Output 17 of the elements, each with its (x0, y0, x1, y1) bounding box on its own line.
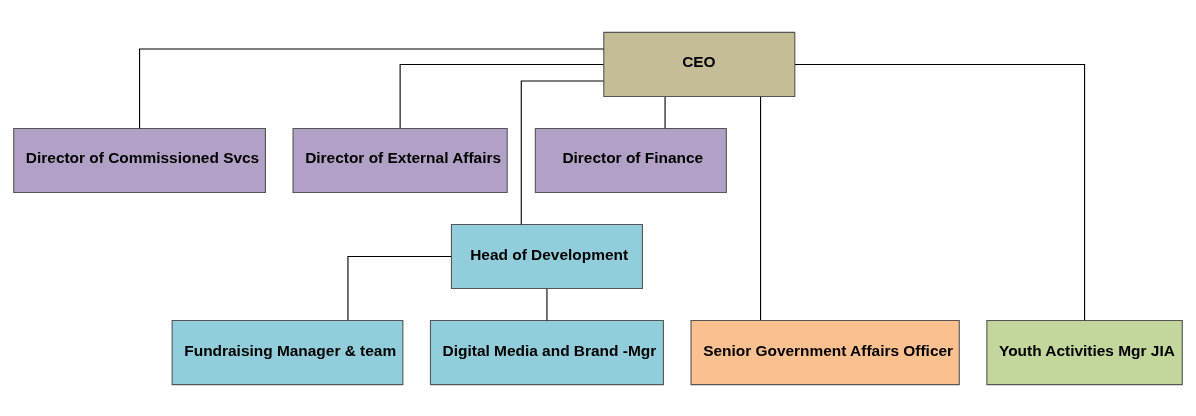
connector (794, 63, 1086, 321)
node-box: Youth Activities Mgr JIA (986, 319, 1183, 385)
connector (760, 95, 762, 321)
node-box: Head of Development (450, 223, 643, 289)
connector (399, 63, 604, 128)
node-box: Director of External Affairs (292, 127, 508, 193)
connector (139, 47, 605, 129)
node-box: CEO (603, 31, 796, 97)
node-box: Digital Media and Brand -Mgr (429, 319, 664, 385)
connector (664, 95, 666, 129)
connector (520, 79, 605, 225)
node-box: Director of Commissioned Svcs (13, 127, 266, 193)
connector (347, 255, 452, 321)
node-box: Director of Finance (534, 127, 727, 193)
node-box: Senior Government Affairs Officer (690, 319, 960, 385)
node-box: Fundraising Manager & team (171, 319, 404, 385)
connector (546, 288, 548, 321)
